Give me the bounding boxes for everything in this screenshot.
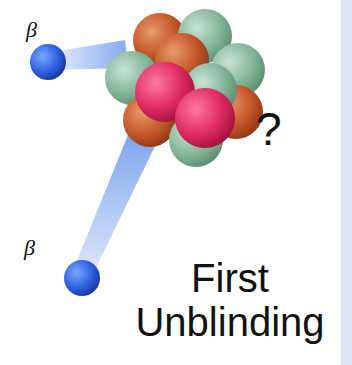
caption-text: First Unblinding: [116, 256, 344, 344]
nucleus: [105, 9, 265, 167]
question-mark: ?: [256, 104, 282, 155]
particle-symbol: β: [24, 236, 35, 260]
beta-particle: [30, 44, 66, 80]
particle-symbol: β: [26, 18, 37, 42]
beta-particle: [64, 260, 100, 296]
beta-trail: [74, 130, 158, 276]
side-strip: [341, 0, 352, 365]
